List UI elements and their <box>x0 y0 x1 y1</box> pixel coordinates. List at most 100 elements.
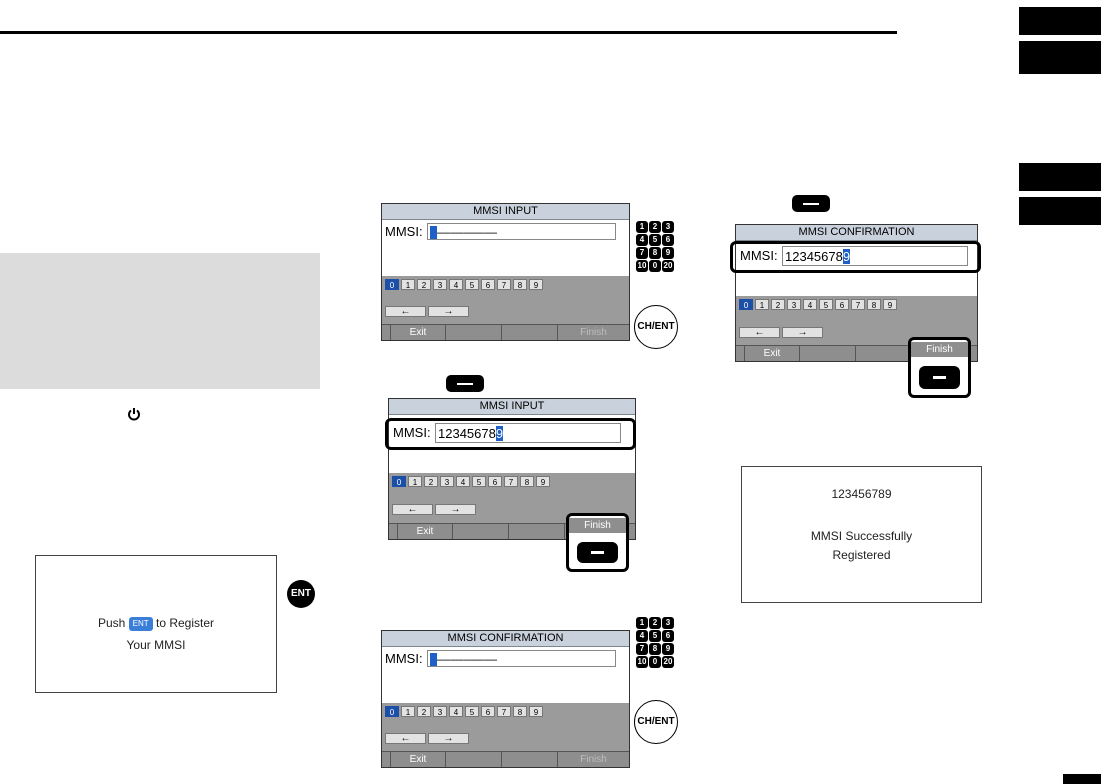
mmsi-input-field[interactable]: ––––––––– <box>427 223 616 240</box>
soft-key-edge <box>736 346 745 361</box>
arrow-keys: ← → <box>385 306 469 317</box>
digit-key[interactable]: 4 <box>449 279 463 290</box>
numpad-key: 5 <box>649 630 661 642</box>
digit-key[interactable]: 0 <box>385 706 399 717</box>
numpad-key: 8 <box>649 247 661 259</box>
soft-key-bar: Exit Finish <box>382 324 629 340</box>
digit-key[interactable]: 6 <box>481 279 495 290</box>
soft-key-icon[interactable] <box>577 542 618 563</box>
soft-key-blank[interactable] <box>856 346 912 361</box>
numpad-key: 9 <box>662 247 674 259</box>
digit-key[interactable]: 5 <box>819 299 833 310</box>
digit-key[interactable]: 0 <box>392 476 406 487</box>
digit-key[interactable]: 2 <box>771 299 785 310</box>
digit-keys: 0 1 2 3 4 5 6 7 8 9 <box>385 706 543 717</box>
digit-key[interactable]: 9 <box>536 476 550 487</box>
digit-key[interactable]: 3 <box>433 706 447 717</box>
mmsi-input-screen-filled: MMSI INPUT MMSI: 123456789 0 1 2 3 4 5 6… <box>388 398 636 540</box>
right-arrow-key[interactable]: → <box>428 306 469 317</box>
success-line1: MMSI Successfully <box>810 529 913 543</box>
digit-key[interactable]: 1 <box>755 299 769 310</box>
soft-key-blank[interactable] <box>800 346 856 361</box>
digit-key[interactable]: 1 <box>401 279 415 290</box>
numpad-icon: 1 2 3 4 5 6 7 8 9 10 0 20 <box>636 221 674 272</box>
soft-key-blank[interactable] <box>502 325 558 340</box>
left-arrow-key[interactable]: ← <box>392 504 433 515</box>
numpad-key: 1 <box>636 617 648 629</box>
digit-key[interactable]: 8 <box>513 279 527 290</box>
mmsi-input-field[interactable]: 123456789 <box>435 423 621 443</box>
digit-key[interactable]: 8 <box>513 706 527 717</box>
finish-label: Finish <box>911 342 968 357</box>
digit-key[interactable]: 9 <box>883 299 897 310</box>
exit-button[interactable]: Exit <box>745 346 800 361</box>
digit-key[interactable]: 1 <box>401 706 415 717</box>
ent-key-icon: ENT <box>128 616 153 631</box>
soft-key-icon[interactable] <box>919 366 960 389</box>
finish-button[interactable]: Finish <box>580 754 607 765</box>
digit-key[interactable]: 4 <box>449 706 463 717</box>
soft-key-blank[interactable] <box>446 752 502 767</box>
side-tab-1 <box>1019 7 1101 35</box>
right-arrow-key[interactable]: → <box>782 327 823 338</box>
digit-key[interactable]: 6 <box>488 476 502 487</box>
soft-key-edge <box>382 325 391 340</box>
digit-key[interactable]: 5 <box>465 279 479 290</box>
digit-key[interactable]: 2 <box>417 279 431 290</box>
mmsi-value: 12345678 <box>785 249 843 264</box>
right-arrow-key[interactable]: → <box>435 504 476 515</box>
numpad-key: 20 <box>662 656 674 668</box>
mmsi-input-field[interactable]: 123456789 <box>782 246 968 266</box>
finish-label: Finish <box>569 518 626 533</box>
left-arrow-key[interactable]: ← <box>385 306 426 317</box>
numpad-key: 7 <box>636 643 648 655</box>
digit-key[interactable]: 9 <box>529 706 543 717</box>
digit-key[interactable]: 7 <box>497 706 511 717</box>
digit-key[interactable]: 2 <box>417 706 431 717</box>
digit-key[interactable]: 3 <box>433 279 447 290</box>
left-arrow-key[interactable]: ← <box>385 733 426 744</box>
numpad-key: 8 <box>649 643 661 655</box>
digit-key[interactable]: 8 <box>520 476 534 487</box>
finish-button[interactable]: Finish <box>580 327 607 338</box>
digit-key[interactable]: 0 <box>385 279 399 290</box>
mmsi-input-field[interactable]: ––––––––– <box>427 650 616 667</box>
ent-button-icon: ENT <box>287 580 315 608</box>
digit-key[interactable]: 7 <box>497 279 511 290</box>
mmsi-value: ––––––––– <box>437 225 498 239</box>
digit-key[interactable]: 2 <box>424 476 438 487</box>
keypad-area: 0 1 2 3 4 5 6 7 8 9 ← → <box>382 703 629 752</box>
digit-key[interactable]: 7 <box>504 476 518 487</box>
numpad-key: 1 <box>636 221 648 233</box>
exit-button[interactable]: Exit <box>391 752 446 767</box>
right-arrow-key[interactable]: → <box>428 733 469 744</box>
digit-key[interactable]: 3 <box>440 476 454 487</box>
soft-key-bar: Exit Finish <box>382 751 629 767</box>
digit-key[interactable]: 7 <box>851 299 865 310</box>
soft-key-blank[interactable] <box>502 752 558 767</box>
numpad-key: 6 <box>662 630 674 642</box>
exit-button[interactable]: Exit <box>398 524 453 539</box>
soft-key-edge <box>382 752 391 767</box>
digit-key[interactable]: 5 <box>465 706 479 717</box>
digit-key[interactable]: 3 <box>787 299 801 310</box>
digit-key[interactable]: 5 <box>472 476 486 487</box>
soft-key-blank[interactable] <box>446 325 502 340</box>
digit-key[interactable]: 1 <box>408 476 422 487</box>
digit-key[interactable]: 4 <box>456 476 470 487</box>
digit-keys: 0 1 2 3 4 5 6 7 8 9 <box>385 279 543 290</box>
digit-key[interactable]: 6 <box>481 706 495 717</box>
digit-key[interactable]: 8 <box>867 299 881 310</box>
mmsi-label: MMSI: <box>740 248 778 263</box>
arrow-keys: ← → <box>392 504 476 515</box>
left-arrow-key[interactable]: ← <box>739 327 780 338</box>
exit-button[interactable]: Exit <box>391 325 446 340</box>
digit-key[interactable]: 6 <box>835 299 849 310</box>
numpad-key: 2 <box>649 221 661 233</box>
soft-key-blank[interactable] <box>453 524 509 539</box>
numpad-key: 0 <box>649 656 661 668</box>
digit-key[interactable]: 4 <box>803 299 817 310</box>
digit-key[interactable]: 0 <box>739 299 753 310</box>
soft-key-blank[interactable] <box>509 524 565 539</box>
digit-key[interactable]: 9 <box>529 279 543 290</box>
